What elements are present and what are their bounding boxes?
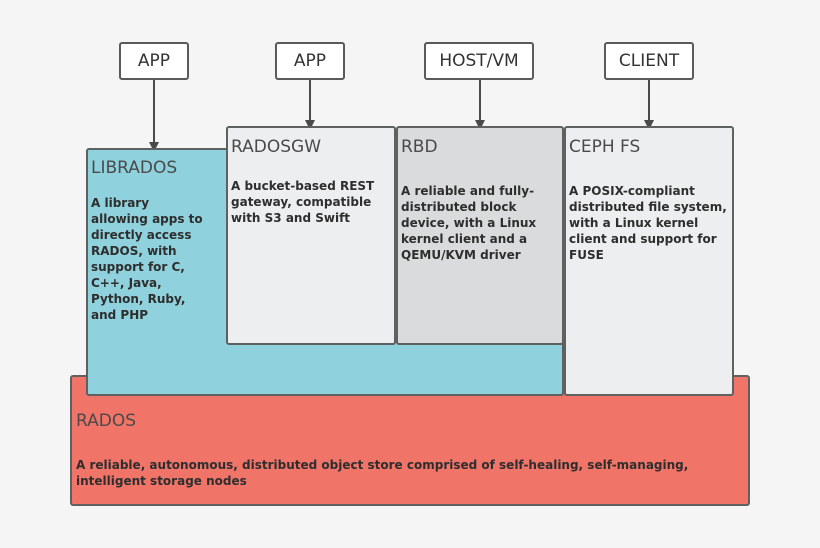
- client-box-app-1: APP: [119, 42, 189, 80]
- client-label: APP: [293, 51, 327, 71]
- rbd-description: A reliable and fully-distributed block d…: [401, 184, 537, 262]
- radosgw-box: RADOSGW A bucket-based REST gateway, com…: [226, 126, 396, 345]
- client-box-app-2: APP: [275, 42, 345, 80]
- radosgw-description: A bucket-based REST gateway, compatible …: [231, 179, 375, 225]
- rados-title: RADOS: [76, 411, 137, 431]
- rbd-title: RBD: [401, 137, 438, 157]
- cephfs-description: A POSIX-compliant distributed file syste…: [569, 184, 727, 262]
- rbd-box: RBD A reliable and fully-distributed blo…: [396, 126, 564, 345]
- librados-title: LIBRADOS: [91, 158, 178, 178]
- rados-box: RADOS A reliable, autonomous, distribute…: [70, 375, 750, 506]
- rados-description: A reliable, autonomous, distributed obje…: [76, 458, 689, 488]
- client-label: APP: [137, 51, 171, 71]
- librados-description: A library allowing apps to directly acce…: [91, 196, 203, 322]
- client-box-client: CLIENT: [604, 42, 694, 80]
- client-label: CLIENT: [618, 51, 680, 71]
- client-box-host-vm: HOST/VM: [424, 42, 534, 80]
- radosgw-title: RADOSGW: [231, 137, 321, 157]
- cephfs-title: CEPH FS: [569, 137, 641, 157]
- client-label: HOST/VM: [439, 51, 519, 71]
- cephfs-box: CEPH FS A POSIX-compliant distributed fi…: [564, 126, 734, 396]
